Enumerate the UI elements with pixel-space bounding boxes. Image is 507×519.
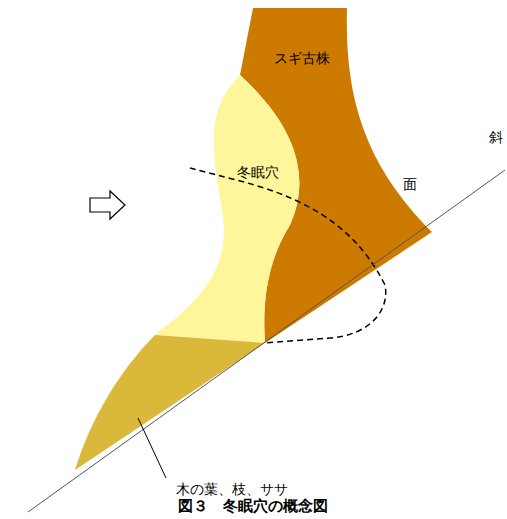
den-cavity bbox=[155, 75, 299, 343]
leader-line bbox=[138, 418, 166, 478]
figure-caption: 図３ 冬眠穴の概念図 bbox=[178, 497, 328, 515]
entrance-arrow bbox=[90, 191, 125, 219]
leaf-litter bbox=[75, 335, 265, 470]
hidden-outline bbox=[190, 168, 386, 343]
part-label: 斜 bbox=[489, 129, 503, 146]
part-label: 木の葉、枝、ササ bbox=[176, 481, 288, 498]
region-label: スギ古株 bbox=[274, 50, 330, 67]
slope-line bbox=[28, 170, 505, 512]
stump-region: スギ古株 bbox=[274, 50, 330, 67]
part-label: 面 bbox=[403, 176, 417, 193]
den-region: 冬眠穴 bbox=[237, 164, 279, 181]
region-label: 冬眠穴 bbox=[237, 164, 279, 181]
